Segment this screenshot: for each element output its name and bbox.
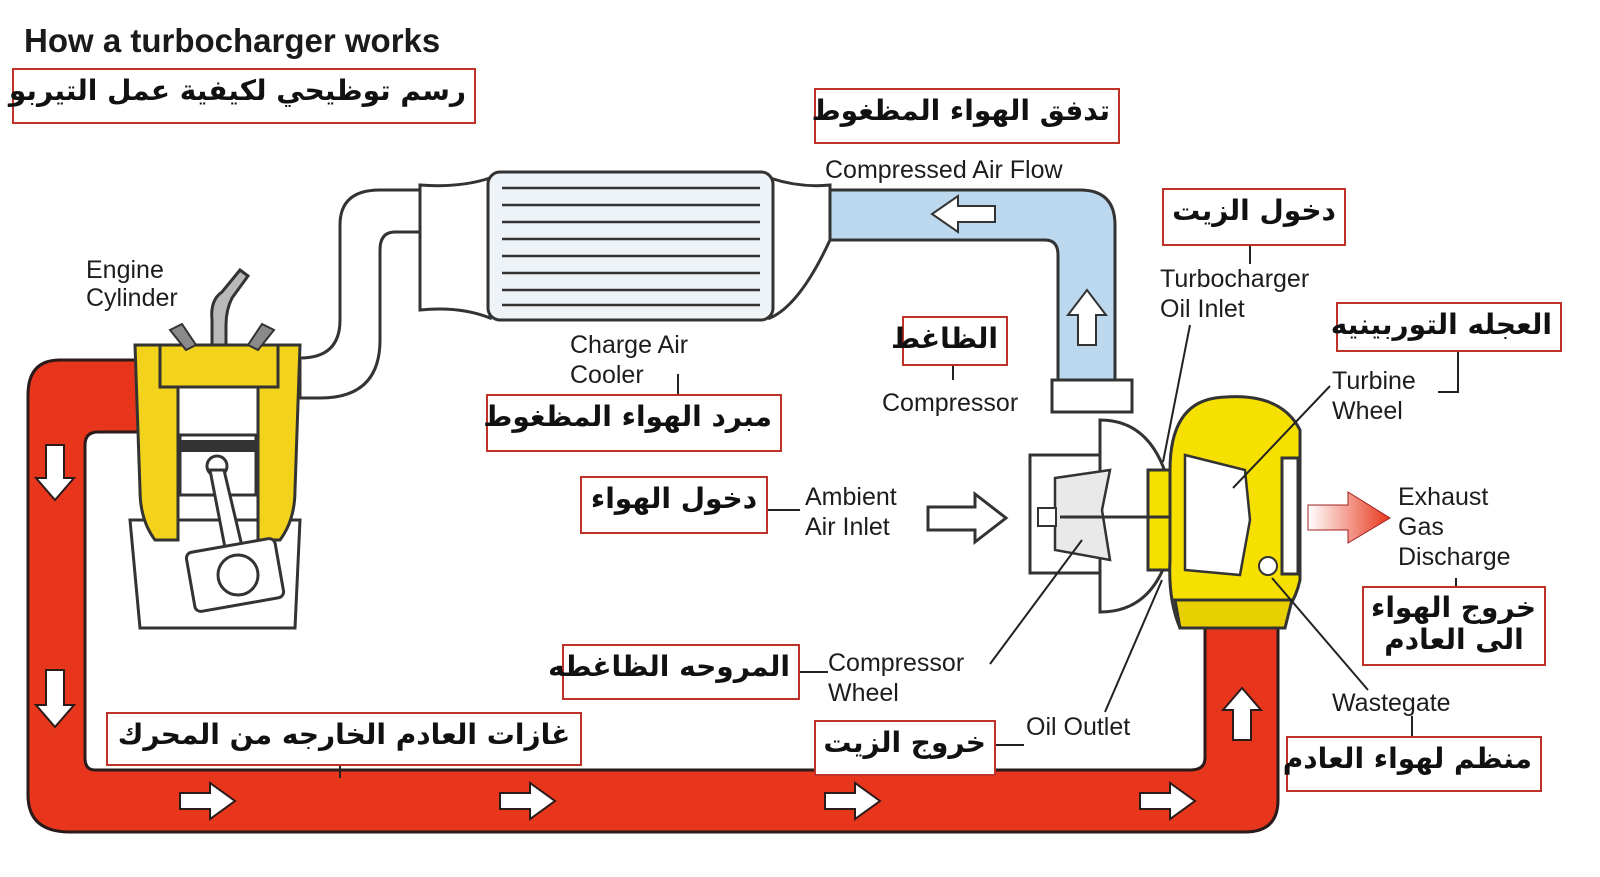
label-compressor-wheel: Compressor Wheel [828,649,965,707]
compressed-flow-arrow-left [930,194,996,234]
ar-label-wastegate: منظم لهواء العادم [1283,736,1542,792]
exhaust-flow-arrows [33,444,1264,821]
label-engine-cylinder: Engine Cylinder [86,256,178,312]
ar-label-oil-outlet: خروج الزيت [814,720,996,776]
label-oil-outlet: Oil Outlet [1026,713,1131,741]
ar-label-compressor: الظاغط [891,316,1008,366]
ambient-air-arrow [926,490,1009,546]
label-compressed-air-flow: Compressed Air Flow [825,156,1063,184]
compressor-outlet-flange [1050,378,1134,414]
ar-label-charge-air-cooler: مبرد الهواء المظغوط [483,394,782,452]
intake-pipe [298,188,422,400]
cylinder-wall-left [133,343,180,542]
leader-lines [339,246,1459,778]
label-turbine-wheel: Turbine Wheel [1332,367,1416,425]
ar-label-exhaust-gases: غازات العادم الخارجه من المحرك [106,712,582,766]
leader-oil-inlet [1162,324,1191,463]
cooler-fins [502,186,760,307]
ar-label-compressor-wheel: المروحه الظاغطه [548,644,800,700]
label-compressor: Compressor [882,389,1019,417]
label-wastegate: Wastegate [1332,689,1451,717]
engine-cylinder [128,267,302,630]
right-arrow-2 [499,781,557,821]
compressor-nut [1037,507,1057,527]
ar-label-air-inlet: دخول الهواء [580,476,768,534]
fuel-injector [210,267,251,347]
cylinder-wall-right [256,343,302,542]
ar-label-turbine-wheel: العجله التوربينيه [1331,302,1562,352]
turbine-wheel-blades [1183,453,1252,577]
piston-ring [180,440,256,452]
compressed-flow-arrow-up [1065,288,1109,346]
crankshaft [216,553,260,597]
leader-turbine-ar [1438,352,1459,393]
leader-oil-outlet [1104,579,1163,713]
turbine-outlet-flange [1280,456,1300,576]
ar-label-title: رسم توظيحي لكيفية عمل التيربو [9,68,476,124]
leader-wastegate [1271,577,1369,691]
label-exhaust-gas-discharge: Exhaust Gas Discharge [1398,483,1511,571]
label-ambient-air-inlet: Ambient Air Inlet [805,483,897,541]
cooler-left-end [418,175,492,321]
right-arrow-4 [1139,781,1197,821]
wastegate-valve [1258,556,1278,576]
diagram-title: How a turbocharger works [24,22,441,59]
leader-compressor-wheel [989,539,1083,665]
compressor-wheel-blades [1053,468,1112,562]
cooler-right-end [768,175,832,321]
label-charge-air-cooler: Charge Air Cooler [570,331,689,389]
intake-valve [168,322,198,352]
up-arrow-1 [1220,686,1264,741]
ar-label-exhaust-discharge: خروج الهواء الى العادم [1362,586,1546,666]
down-arrow-2 [33,669,77,729]
exhaust-discharge-arrow [1307,491,1391,544]
leader-turbine-wheel [1232,385,1331,489]
down-arrow-1 [33,444,77,502]
turbine-base [1173,598,1294,630]
right-arrow-1 [179,781,237,821]
label-turbo-oil-inlet: Turbocharger Oil Inlet [1160,265,1310,323]
exhaust-valve [246,322,276,352]
right-arrow-3 [824,781,882,821]
ar-label-compressed-air-flow: تدفق الهواء المظغوط [812,88,1120,144]
turbine-housing [1168,395,1302,630]
ar-label-oil-inlet: دخول الزيت [1162,188,1346,246]
cylinder-head [158,343,280,389]
cooler-core [486,170,775,322]
charge-air-cooler [418,170,832,322]
